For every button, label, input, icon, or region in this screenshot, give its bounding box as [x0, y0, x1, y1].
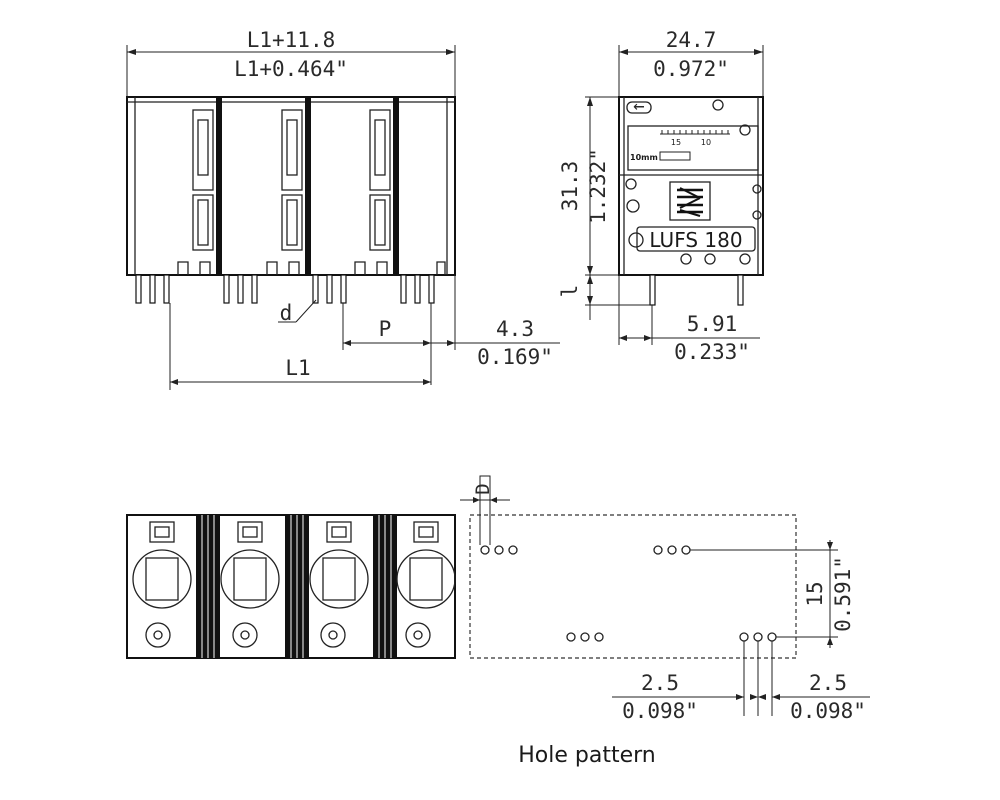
scale-tick-15: 15 — [671, 138, 681, 147]
footprint-outline — [469, 514, 797, 659]
side-pins — [649, 274, 744, 306]
hole-spacing-left-metric: 2.5 — [641, 671, 679, 695]
side-view: 24.7 0.972" ← 15 10 10mm — [558, 28, 764, 364]
height-metric: 31.3 — [558, 161, 582, 212]
edge-offset-inch: 0.169" — [477, 345, 553, 369]
holes — [480, 545, 777, 642]
height-inch: 1.232" — [586, 148, 610, 224]
L1-dimension: L1 — [169, 303, 431, 390]
scale-tick-10: 10 — [701, 138, 711, 147]
width-metric: 24.7 — [666, 28, 717, 52]
front-view: L1+11.8 L1+0.464" — [126, 28, 560, 390]
svg-text:←: ← — [633, 95, 644, 117]
hole-spacing-dimension: 2.5 0.098" 2.5 0.098" — [612, 641, 870, 723]
row-spacing-metric: 15 — [803, 581, 827, 606]
pin-offset-dimension: 5.91 0.233" — [618, 275, 760, 364]
width-dimension: 24.7 0.972" — [618, 28, 764, 96]
manufacturer-logo — [669, 181, 711, 221]
product-label: LUFS 180 — [628, 226, 756, 252]
edge-offset-metric: 4.3 — [496, 317, 534, 341]
hole-pattern: D 15 0.591" — [460, 475, 870, 768]
pitch-label: P — [379, 317, 392, 341]
wire-diameter-callout: d — [278, 299, 317, 325]
pin-offset-inch: 0.233" — [674, 340, 750, 364]
scale-plate: 15 10 10mm — [627, 125, 759, 171]
pin-length-label: l — [558, 285, 582, 298]
solder-pins — [135, 274, 435, 304]
overall-length-dimension: L1+11.8 L1+0.464" — [126, 28, 456, 96]
overall-length-inch: L1+0.464" — [234, 57, 348, 81]
pole-openings — [132, 521, 456, 648]
row-spacing-inch: 0.591" — [831, 556, 855, 632]
wire-diameter-label: d — [280, 301, 293, 325]
hole-spacing-right-inch: 0.098" — [790, 699, 866, 723]
height-dimension: 31.3 1.232" l — [558, 96, 650, 320]
side-body: ← 15 10 10mm — [618, 95, 764, 276]
L1-label: L1 — [285, 356, 310, 380]
pole-dividers — [216, 97, 399, 275]
terminal-body — [126, 96, 456, 276]
edge-offset-dimension: 4.3 0.169" — [431, 275, 560, 369]
top-view — [126, 514, 456, 659]
hole-dia-callout: D — [460, 475, 510, 545]
clamp-windows — [192, 109, 391, 251]
pin-offset-metric: 5.91 — [687, 312, 738, 336]
overall-length-metric: L1+11.8 — [247, 28, 336, 52]
hole-spacing-left-inch: 0.098" — [622, 699, 698, 723]
pitch-dimension: P — [342, 303, 432, 385]
hole-dia-label: D — [472, 483, 494, 494]
scale-label: 10mm — [630, 153, 658, 162]
product-name: LUFS 180 — [649, 228, 742, 252]
bottom-notches — [177, 261, 446, 275]
width-inch: 0.972" — [653, 57, 729, 81]
hole-spacing-right-metric: 2.5 — [809, 671, 847, 695]
hole-pattern-title: Hole pattern — [518, 743, 655, 768]
row-spacing-dimension: 15 0.591" — [690, 540, 855, 648]
